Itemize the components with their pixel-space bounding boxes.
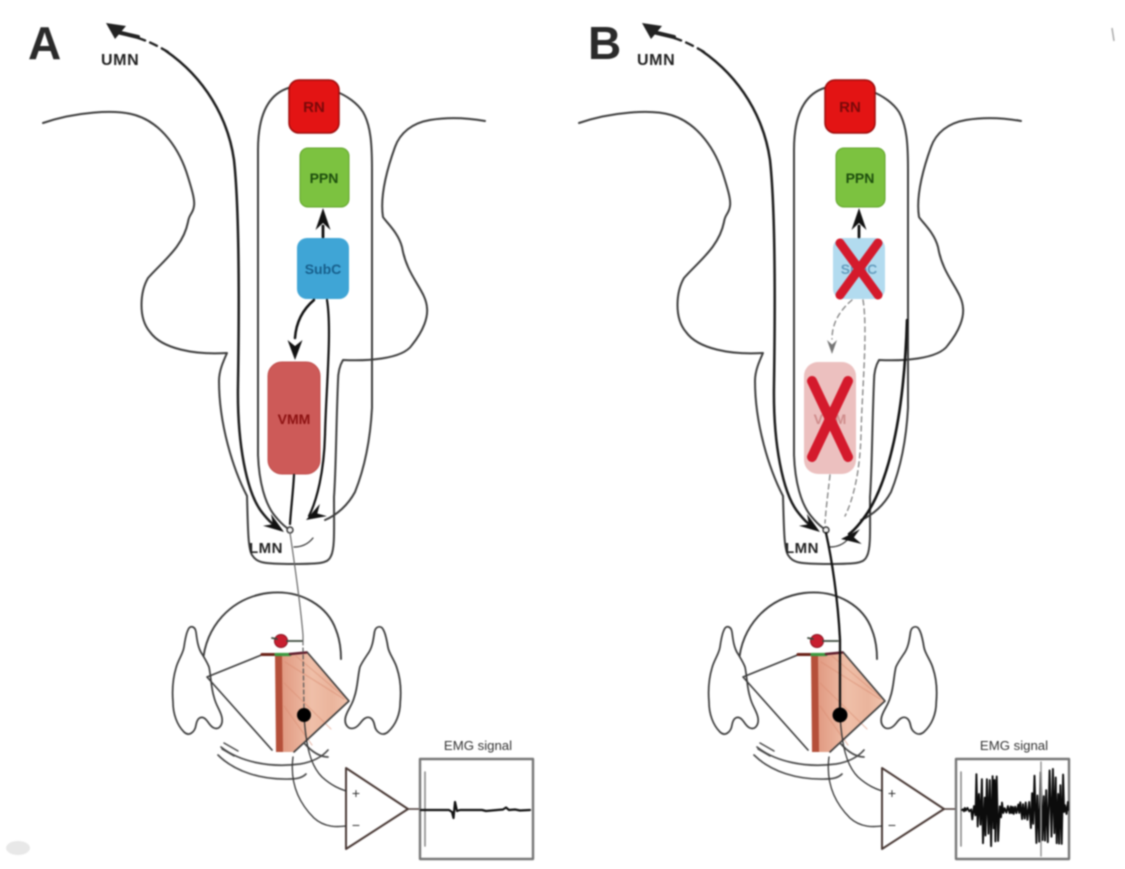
svg-text:B: B xyxy=(588,17,621,69)
svg-text:A: A xyxy=(28,17,61,69)
svg-text:SubC: SubC xyxy=(305,261,342,277)
svg-text:VMM: VMM xyxy=(278,411,311,427)
